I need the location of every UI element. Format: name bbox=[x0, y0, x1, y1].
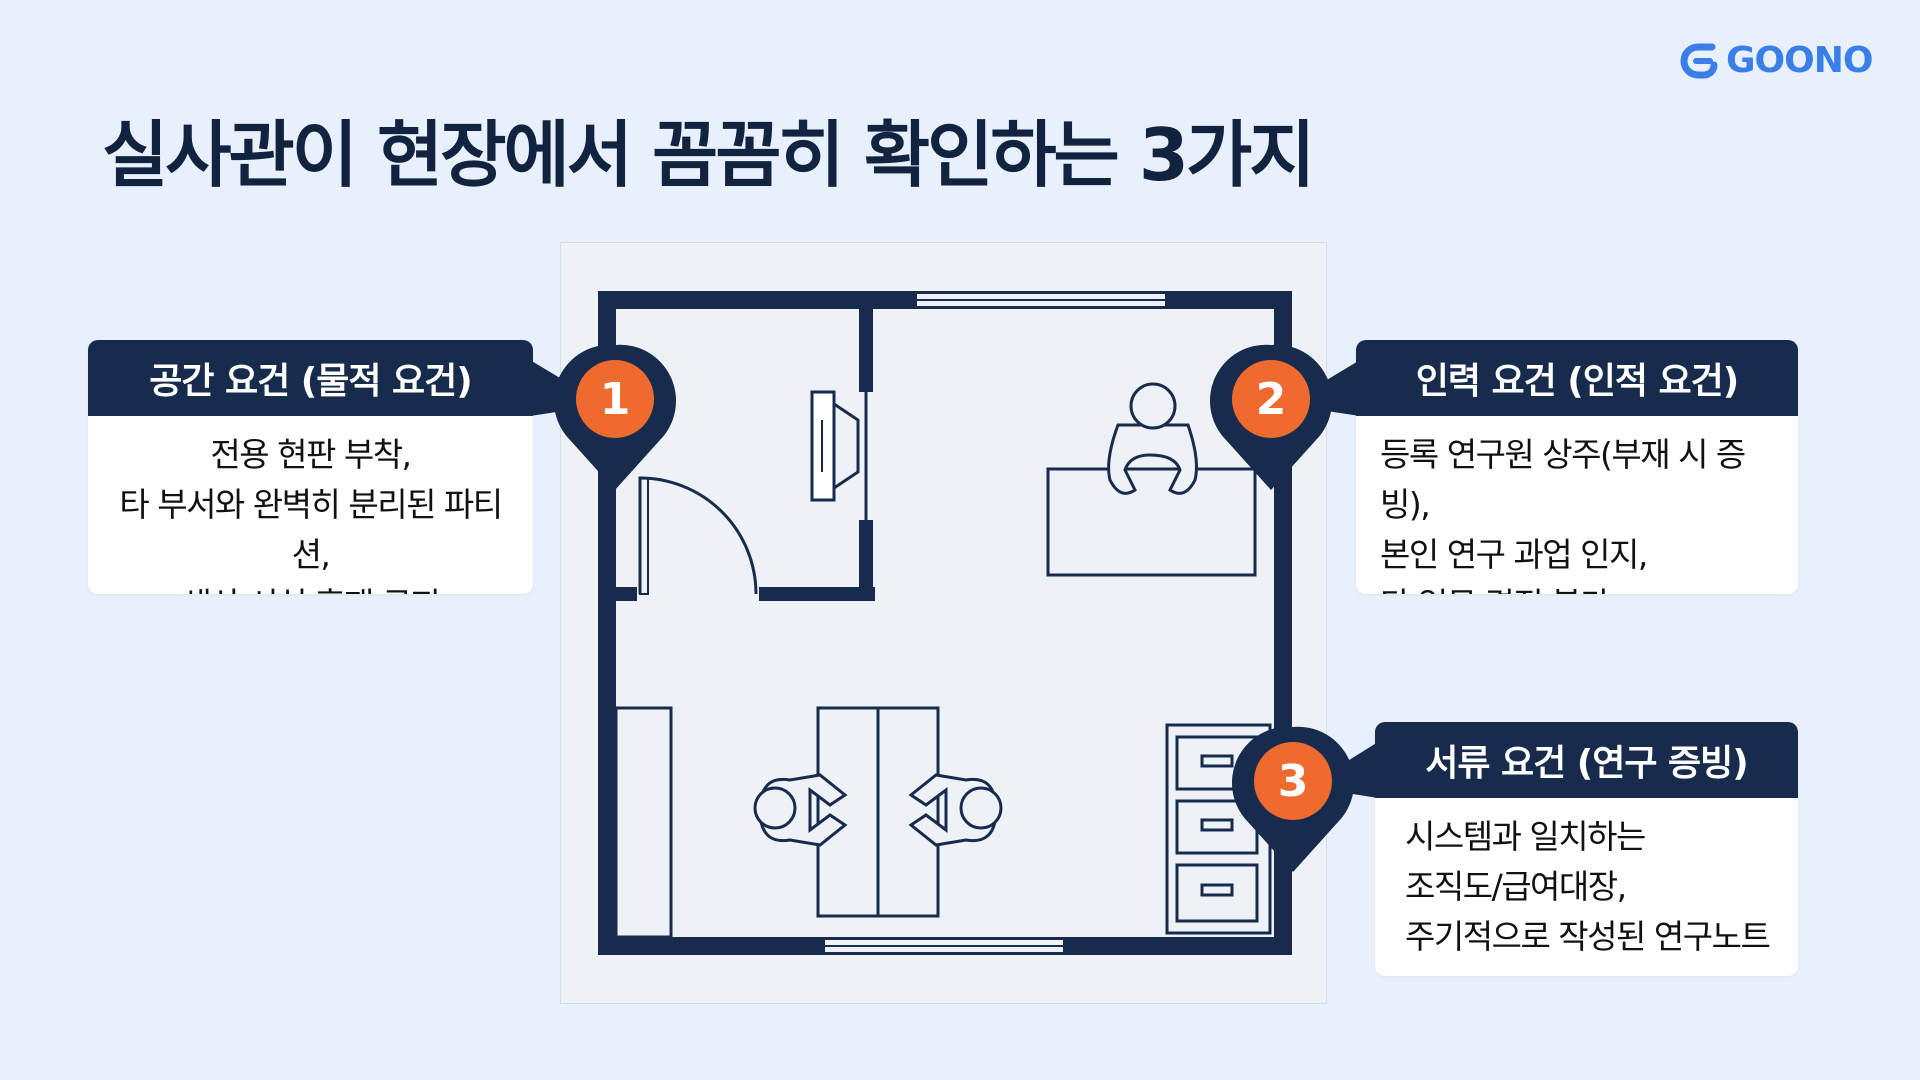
callout-body: 시스템과 일치하는 조직도/급여대장, 주기적으로 작성된 연구노트 bbox=[1375, 798, 1798, 976]
callout-line: 본인 연구 과업 인지, bbox=[1380, 535, 1648, 574]
goono-logo-icon bbox=[1680, 43, 1718, 78]
callout-line: 전용 현판 부착, bbox=[210, 435, 412, 474]
callout-line: 시스템과 일치하는 bbox=[1405, 817, 1646, 856]
callout-document-requirements: 서류 요건 (연구 증빙) 시스템과 일치하는 조직도/급여대장, 주기적으로 … bbox=[1375, 722, 1798, 976]
pin-2-number: 2 bbox=[1232, 360, 1310, 438]
callout-line: 타 부서와 완벽히 분리된 파티션, bbox=[119, 485, 503, 574]
callout-space-requirements: 공간 요건 (물적 요건) 전용 현판 부착, 타 부서와 완벽히 분리된 파티… bbox=[88, 340, 533, 594]
callout-line: 타 업무 겸직 불가 bbox=[1380, 580, 1774, 594]
callout-header: 공간 요건 (물적 요건) bbox=[88, 340, 533, 416]
callout-header: 인력 요건 (인적 요건) bbox=[1356, 340, 1798, 416]
goono-logo: GOONO bbox=[1678, 40, 1873, 81]
callout-personnel-requirements: 인력 요건 (인적 요건) 등록 연구원 상주(부재 시 증빙), 본인 연구 … bbox=[1356, 340, 1798, 594]
pin-3-number: 3 bbox=[1254, 742, 1332, 820]
page-title: 실사관이 현장에서 꼼꼼히 확인하는 3가지 bbox=[102, 113, 1315, 197]
callout-line: 생산 시설 혼재 금지 bbox=[112, 580, 509, 594]
callout-body: 등록 연구원 상주(부재 시 증빙), 본인 연구 과업 인지, 타 업무 겸직… bbox=[1356, 416, 1798, 594]
callout-line: 등록 연구원 상주(부재 시 증빙), bbox=[1380, 435, 1746, 524]
callout-body: 전용 현판 부착, 타 부서와 완벽히 분리된 파티션, 생산 시설 혼재 금지 bbox=[88, 416, 533, 594]
callout-line: 주기적으로 작성된 연구노트 bbox=[1405, 917, 1771, 956]
callout-header: 서류 요건 (연구 증빙) bbox=[1375, 722, 1798, 798]
logo-text: GOONO bbox=[1726, 40, 1873, 81]
pin-1-number: 1 bbox=[576, 360, 654, 438]
floor-plan bbox=[560, 242, 1327, 1004]
callout-line: 조직도/급여대장, bbox=[1405, 867, 1627, 906]
